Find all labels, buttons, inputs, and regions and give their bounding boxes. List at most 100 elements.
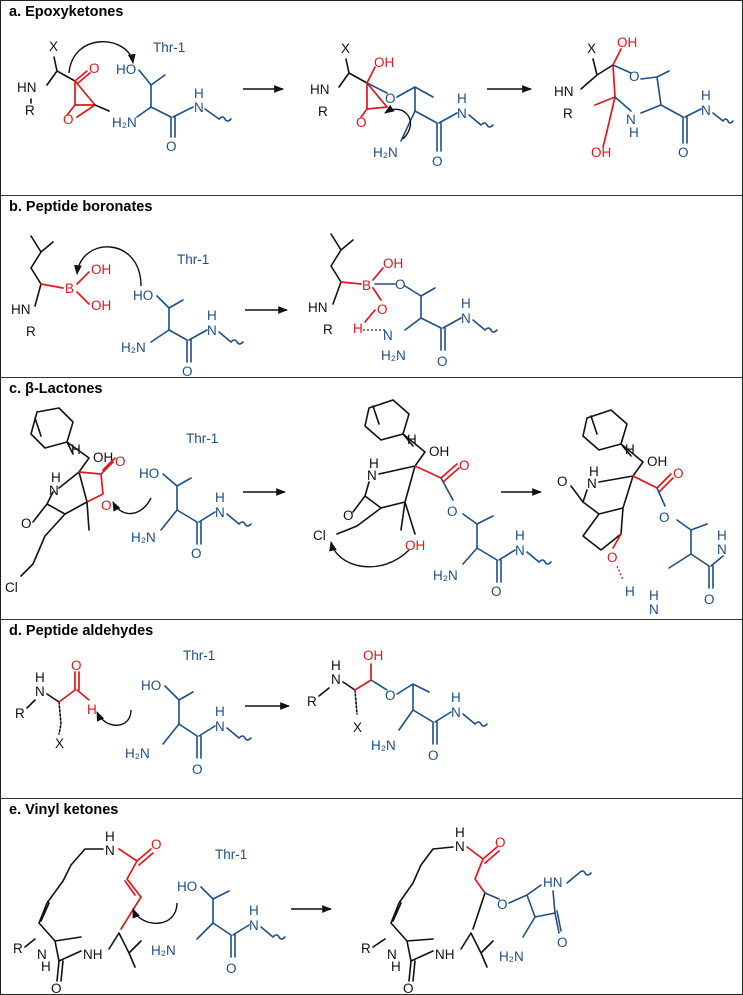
bond-line bbox=[138, 69, 166, 86]
bond-line bbox=[570, 485, 584, 503]
bond-line bbox=[164, 685, 194, 725]
boh-3: OH bbox=[383, 256, 403, 271]
bond-line bbox=[396, 683, 430, 711]
bond-line bbox=[156, 295, 184, 331]
amide-h-c2: H bbox=[515, 528, 525, 543]
amide-h-e: H bbox=[249, 903, 259, 918]
bond-line bbox=[94, 104, 110, 112]
amide-h-d2: H bbox=[451, 690, 461, 705]
nh-h-d: H bbox=[35, 670, 45, 685]
lactone-o: O bbox=[101, 498, 112, 513]
carbonyl-o-c3: O bbox=[704, 592, 715, 607]
enone-o: O bbox=[151, 837, 162, 852]
r-label-d2: R bbox=[307, 694, 317, 709]
amide-hn-e2: HN bbox=[543, 875, 563, 890]
oh-label-c: OH bbox=[93, 450, 113, 465]
bond-line bbox=[178, 723, 202, 759]
bond-line bbox=[552, 890, 556, 914]
amide-h-c: H bbox=[215, 490, 225, 505]
nh2-n: N bbox=[383, 328, 393, 343]
lactam-n-3: N bbox=[587, 476, 597, 491]
bond-line bbox=[329, 541, 410, 568]
panel-epoxyketones: a. Epoxyketones X HN R O O bbox=[1, 1, 742, 195]
amide-h: H bbox=[194, 86, 204, 101]
amide-n-e: N bbox=[249, 918, 259, 933]
bond-line bbox=[632, 473, 674, 493]
hemiketal-intermediate: X HN R OH O O H₂N O N H bbox=[310, 41, 494, 169]
bond-line bbox=[56, 960, 64, 982]
nh-n-d2: N bbox=[331, 672, 341, 687]
boron-label: B bbox=[65, 281, 74, 296]
bond-line bbox=[366, 82, 388, 94]
nh-h-d2: H bbox=[331, 658, 341, 673]
panel-peptide-boronates: b. Peptide boronates HN R B OH OH Thr- bbox=[1, 196, 742, 379]
bond-line bbox=[434, 711, 452, 723]
ketone-o-e: O bbox=[495, 835, 506, 850]
bond-line bbox=[472, 892, 486, 930]
bond-line bbox=[710, 555, 724, 567]
bond-line bbox=[66, 441, 90, 473]
cl-label: Cl bbox=[5, 580, 18, 595]
thf-o: O bbox=[607, 550, 618, 565]
scheme-a: X HN R O O Thr-1 HO H₂N bbox=[17, 35, 734, 169]
ester-o-2: O bbox=[659, 510, 670, 525]
h-label-c: H bbox=[71, 442, 81, 457]
panel-title-a: a. Epoxyketones bbox=[9, 4, 124, 20]
carbonyl-o: O bbox=[166, 139, 177, 154]
bond-line bbox=[120, 896, 142, 930]
bond-line bbox=[466, 846, 500, 894]
bond-line bbox=[668, 553, 692, 569]
bond-line bbox=[20, 513, 66, 577]
bond-line bbox=[86, 501, 90, 531]
ho-label-e: HO bbox=[177, 879, 197, 894]
bond-line bbox=[414, 110, 442, 152]
amide-n: N bbox=[194, 100, 204, 115]
hn-label-2: HN bbox=[310, 82, 330, 97]
amide-h-c3: H bbox=[717, 528, 727, 543]
ester-co: O bbox=[459, 458, 470, 473]
bond-line bbox=[366, 82, 388, 110]
ester-o: O bbox=[447, 504, 458, 519]
panel-title-e: e. Vinyl ketones bbox=[9, 802, 119, 818]
bond-line bbox=[200, 886, 230, 924]
cyclized-product: H OH N H O O O O H N H bbox=[557, 409, 727, 617]
x-label-d: X bbox=[55, 736, 64, 751]
bond-line bbox=[472, 319, 498, 333]
amide-h-b: H bbox=[207, 308, 217, 323]
ether-o-e: O bbox=[497, 897, 508, 912]
x-label-d2: X bbox=[353, 720, 362, 735]
bond-line bbox=[226, 727, 252, 741]
acyl-enzyme-intermediate: H OH N H O O O OH Cl H₂N bbox=[313, 399, 552, 599]
ring-n-e2: N bbox=[387, 947, 397, 962]
bond-line bbox=[372, 938, 386, 948]
bond-line bbox=[226, 513, 252, 527]
nh-h-e2: H bbox=[455, 825, 465, 840]
lactone-co: O bbox=[115, 454, 126, 469]
bond-line bbox=[336, 507, 382, 535]
amide-h-2: H bbox=[457, 91, 467, 106]
bond-line bbox=[612, 48, 622, 66]
bond-line bbox=[420, 317, 446, 351]
bond-line bbox=[40, 283, 64, 289]
bond-line bbox=[218, 116, 232, 122]
bond-line bbox=[338, 58, 350, 88]
nh2-h: H₂N bbox=[381, 348, 406, 363]
carbonyl-o-c: O bbox=[191, 546, 202, 561]
bond-line bbox=[602, 130, 608, 148]
amide-nh-e: NH bbox=[83, 947, 103, 962]
hn-label-b: HN bbox=[11, 302, 31, 317]
scheme-c: H OH N H O O O Cl Thr-1 HO H₂N bbox=[5, 399, 727, 617]
nh-n: N bbox=[649, 602, 659, 617]
ketone-o: O bbox=[89, 61, 100, 76]
bond-line bbox=[188, 329, 208, 341]
bond-line bbox=[76, 271, 90, 305]
oh-label-c3: OH bbox=[405, 538, 425, 553]
ring-o: O bbox=[629, 69, 640, 84]
panel-title-d: d. Peptide aldehydes bbox=[9, 623, 154, 639]
carbonyl-o-3: O bbox=[678, 145, 689, 160]
ring-h: H bbox=[629, 125, 639, 140]
panel-beta-lactones: c. β-Lactones H OH N H O O O bbox=[1, 378, 742, 619]
bond-line bbox=[160, 509, 178, 531]
r-label-b2: R bbox=[323, 322, 333, 337]
amide-n-c: N bbox=[215, 505, 225, 520]
